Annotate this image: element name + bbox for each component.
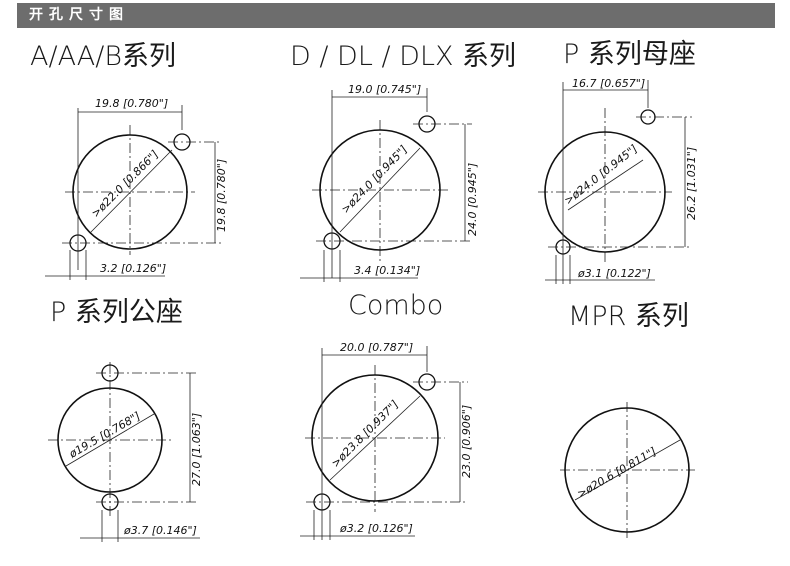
dim-spacing-vertical: 24.0 [0.945"] [466,163,479,236]
drawing-a-aa-b: 19.8 [0.780"] 19.8 [0.780"] >ø22.0 [0.86… [45,97,228,280]
panel-title-a-aa-b: A/AA/B系列 [30,41,177,72]
dim-spacing-vertical: 23.0 [0.906"] [460,405,473,478]
dim-spacing-horizontal: 19.0 [0.745"] [348,83,421,96]
dim-spacing-horizontal: 16.7 [0.657"] [572,77,645,90]
drawing-mpr: >ø20.6 [0.811"] [560,402,695,540]
main-cutout-circle [72,134,188,250]
drawing-p-male: ø19.5 [0.768"] 27.0 [1.063"] ø3.7 [0.146… [48,362,203,542]
dim-diameter: >ø22.0 [0.866"] [89,148,161,220]
section-header: 开孔尺寸图 [17,3,775,28]
drawing-d-dl-dlx: 19.0 [0.745"] 24.0 [0.945"] >ø24.0 [0.94… [300,83,479,282]
panel-title-combo: Combo [348,290,444,321]
dim-diameter: >ø24.0 [0.945"] [339,143,410,216]
dim-diameter: ø19.5 [0.768"] [66,409,143,461]
dim-spacing-vertical: 19.8 [0.780"] [215,159,228,232]
dim-hole: ø3.1 [0.122"] [577,267,651,280]
dim-spacing-horizontal: 19.8 [0.780"] [95,97,168,110]
dim-spacing-vertical: 27.0 [1.063"] [190,413,203,486]
dim-hole: 3.4 [0.134"] [354,264,420,277]
dim-hole: ø3.2 [0.126"] [339,522,413,535]
dim-hole: 3.2 [0.126"] [100,262,166,275]
panel-title-mpr: MPR 系列 [568,301,689,332]
dim-diameter: >ø20.6 [0.811"] [575,445,659,501]
dim-spacing-vertical: 26.2 [1.031"] [685,147,698,220]
panel-title-d-dl-dlx: D / DL / DLX 系列 [290,41,517,72]
panel-title-p-female: P 系列母座 [563,39,696,70]
drawing-combo: 20.0 [0.787"] 23.0 [0.906"] >ø23.8 [0.93… [300,341,473,540]
dim-hole: ø3.7 [0.146"] [123,524,197,537]
dim-spacing-horizontal: 20.0 [0.787"] [340,341,413,354]
dim-diameter: >ø24.0 [0.945"] [562,142,640,207]
panel-title-p-male: P 系列公座 [50,297,183,328]
drawing-p-female: 16.7 [0.657"] 26.2 [1.031"] >ø24.0 [0.94… [538,77,698,284]
dim-diameter: >ø23.8 [0.937"] [329,398,401,470]
